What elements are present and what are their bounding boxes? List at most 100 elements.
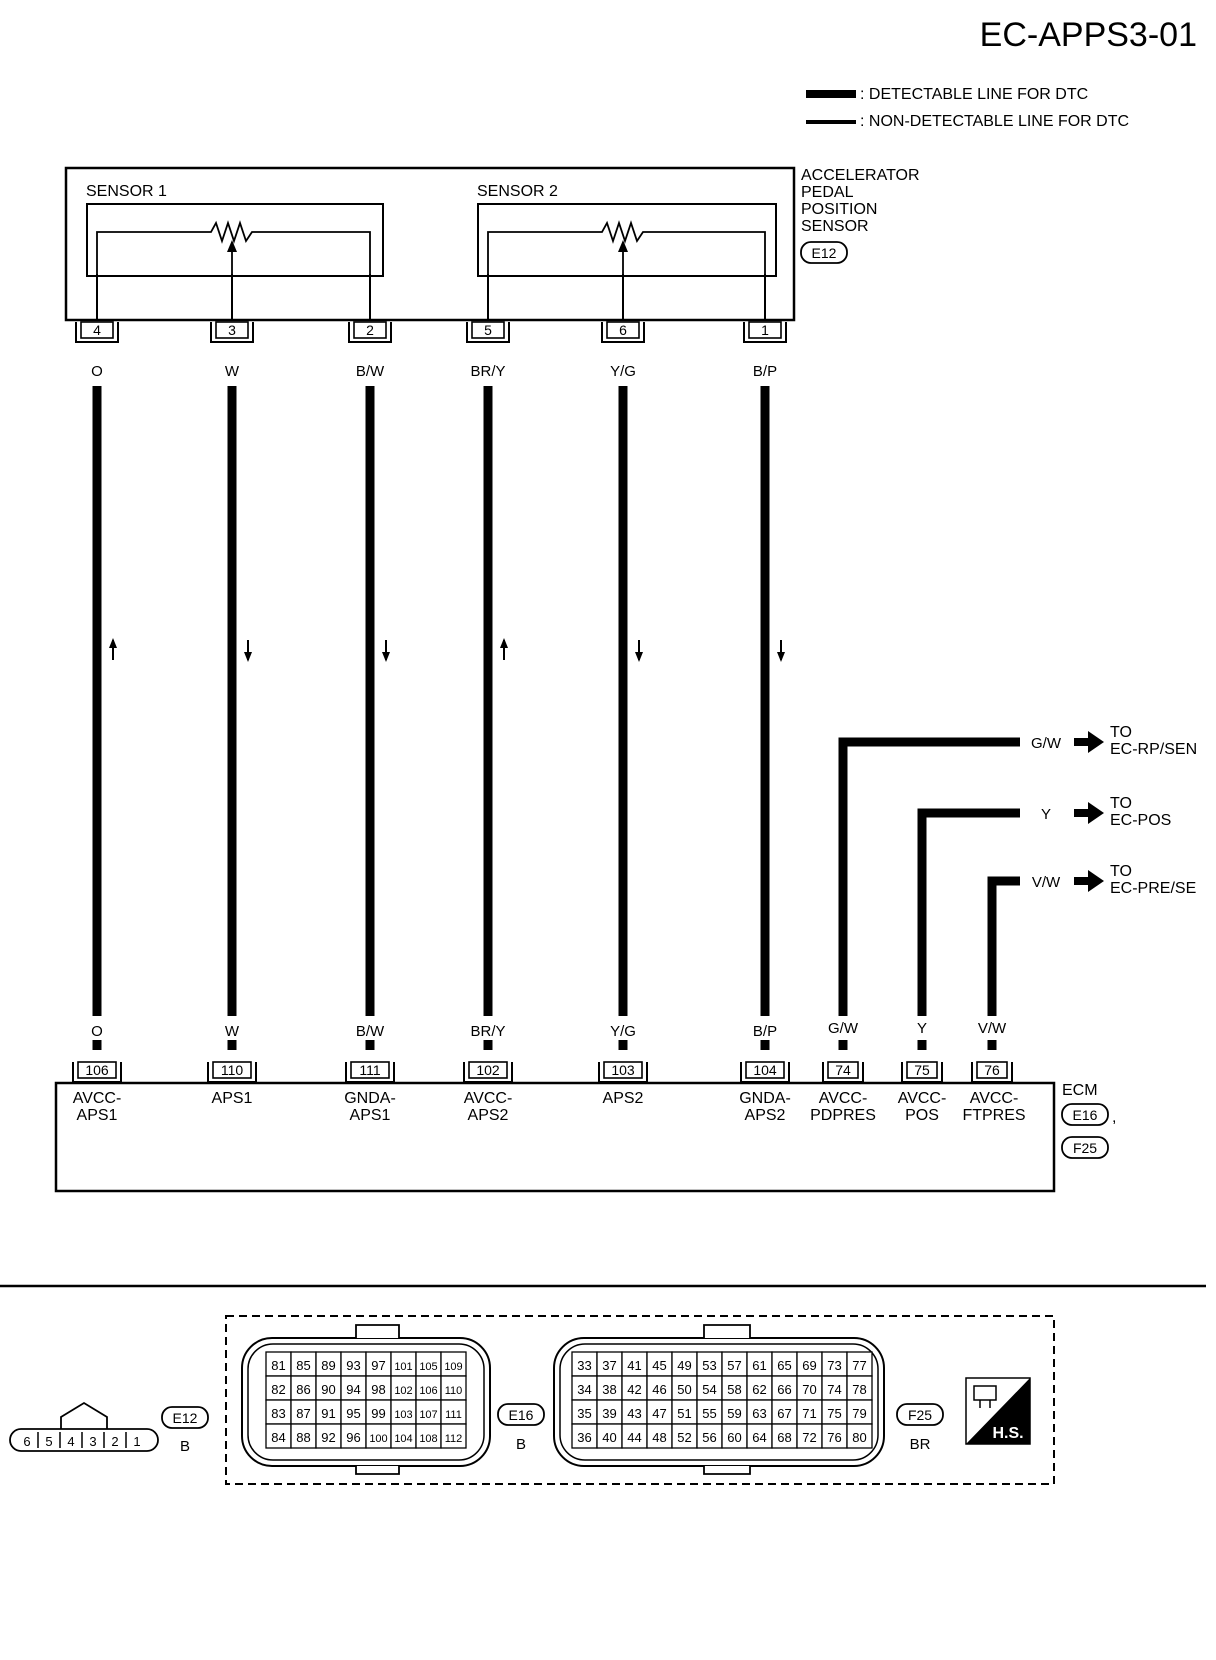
f25-pin: 56 [702, 1430, 716, 1445]
f25-pin-cell [621, 1351, 648, 1377]
ecm-pin-111-box [350, 1061, 390, 1079]
e12-connector-body [9, 1428, 159, 1452]
e16-pin: 83 [271, 1406, 285, 1421]
e16-pin-cell [365, 1423, 392, 1449]
f25-pin-cell [621, 1399, 648, 1425]
sensor-name-line-4: SENSOR [801, 218, 869, 235]
f25-pin: 43 [627, 1406, 641, 1421]
e16-label: E16 [509, 1407, 534, 1423]
e16-connector-bottom-key [355, 1466, 400, 1475]
f25-pin: 68 [777, 1430, 791, 1445]
f25-pin: 71 [802, 1406, 816, 1421]
f25-pin: 66 [777, 1382, 791, 1397]
sensor-2: SENSOR 2 [477, 183, 777, 277]
f25-pin: 55 [702, 1406, 716, 1421]
wire-color-top: BR/Y [470, 363, 505, 380]
ecm-pin-74-number: 74 [835, 1062, 851, 1078]
ecm-pin-106-number: 106 [85, 1062, 109, 1078]
branch-wires: G/WTOEC-RP/SENG/W74AVCC-PDPRESYTOEC-POSY… [810, 724, 1197, 1124]
ecm-connector-badge-e16 [1061, 1103, 1109, 1126]
sensor-pin-1-number: 1 [761, 322, 769, 338]
ecm-terminal-label: APS1 [350, 1107, 391, 1124]
ecm-name: ECM [1062, 1082, 1098, 1099]
e16-pin: 94 [346, 1382, 360, 1397]
f25-pin-cell [796, 1423, 823, 1449]
signal-direction-arrow-icon [244, 652, 252, 662]
f25-pin: 74 [827, 1382, 841, 1397]
ecm-terminal-label: POS [905, 1107, 939, 1124]
ecm-terminal-label: APS2 [745, 1107, 786, 1124]
ecm-pin-104-number: 104 [753, 1062, 777, 1078]
hs-plug-glyph [973, 1385, 997, 1401]
signal-direction-arrow-icon [382, 652, 390, 662]
f25-pin: 39 [602, 1406, 616, 1421]
f25-pin: 65 [777, 1358, 791, 1373]
f25-pin: 54 [702, 1382, 716, 1397]
sensor-housing [64, 166, 796, 322]
sensor-pin-4-number: 4 [93, 322, 101, 338]
f25-pin-cell [721, 1423, 748, 1449]
f25-pin-cell [771, 1351, 798, 1377]
e16-connector-inner [247, 1343, 485, 1461]
f25-pin: 79 [852, 1406, 866, 1421]
e12-label: E12 [173, 1410, 198, 1426]
to-arrow-icon [1074, 870, 1104, 892]
ecm-terminal-label: AVCC- [73, 1090, 122, 1107]
ecm-pin-75-box [906, 1061, 938, 1079]
sensor-1-wiper-arrow-icon [227, 240, 237, 252]
e16-pin: 96 [346, 1430, 360, 1445]
sensor-connector-badge [800, 241, 848, 264]
e16-pin-cell [315, 1399, 342, 1425]
ecm-pin-106-box [77, 1061, 117, 1079]
ecm-terminal-label: GNDA- [739, 1090, 791, 1107]
e16-pin-cell [265, 1351, 292, 1377]
f25-pin-cell [821, 1423, 848, 1449]
f25-pin: 49 [677, 1358, 691, 1373]
e12-label-badge [161, 1406, 209, 1429]
ecm-terminal-label: PDPRES [810, 1107, 876, 1124]
branch-line [987, 876, 1020, 1016]
sensor-2-box [477, 203, 777, 277]
f25-pin: 36 [577, 1430, 591, 1445]
ecm-pin-103-box [603, 1061, 643, 1079]
signal-direction-arrow-icon [109, 638, 117, 648]
f25-pin: 51 [677, 1406, 691, 1421]
ecm-box [54, 1081, 1056, 1193]
ecm-pin-104-box [745, 1061, 785, 1079]
e12-pin: 2 [111, 1434, 118, 1449]
ecm-terminal-label: APS2 [468, 1107, 509, 1124]
ecm-terminal-label: APS1 [212, 1090, 253, 1107]
wire-color-top: O [91, 363, 103, 380]
f25-pin-cell [571, 1423, 598, 1449]
e12-pin: 6 [23, 1434, 30, 1449]
f25-pin: 59 [727, 1406, 741, 1421]
e16-pin: 88 [296, 1430, 310, 1445]
e16-pin-cell [415, 1351, 442, 1377]
e16-pin: 109 [444, 1361, 462, 1373]
wire-color-top: Y/G [610, 363, 636, 380]
e16-pin: 104 [394, 1433, 412, 1445]
ecm-connector-f25-label: F25 [1073, 1140, 1097, 1156]
f25-pin: 64 [752, 1430, 766, 1445]
e16-pin: 98 [371, 1382, 385, 1397]
legend-detectable-text: : DETECTABLE LINE FOR DTC [860, 86, 1088, 103]
branch-line [917, 808, 1020, 1016]
branch-destination: TO [1110, 724, 1132, 741]
e12-pin: 5 [45, 1434, 52, 1449]
sensor-pin-2-box [353, 321, 387, 339]
f25-pin-cell [846, 1375, 873, 1401]
e16-pin: 85 [296, 1358, 310, 1373]
e16-pin: 82 [271, 1382, 285, 1397]
f25-pin: 78 [852, 1382, 866, 1397]
